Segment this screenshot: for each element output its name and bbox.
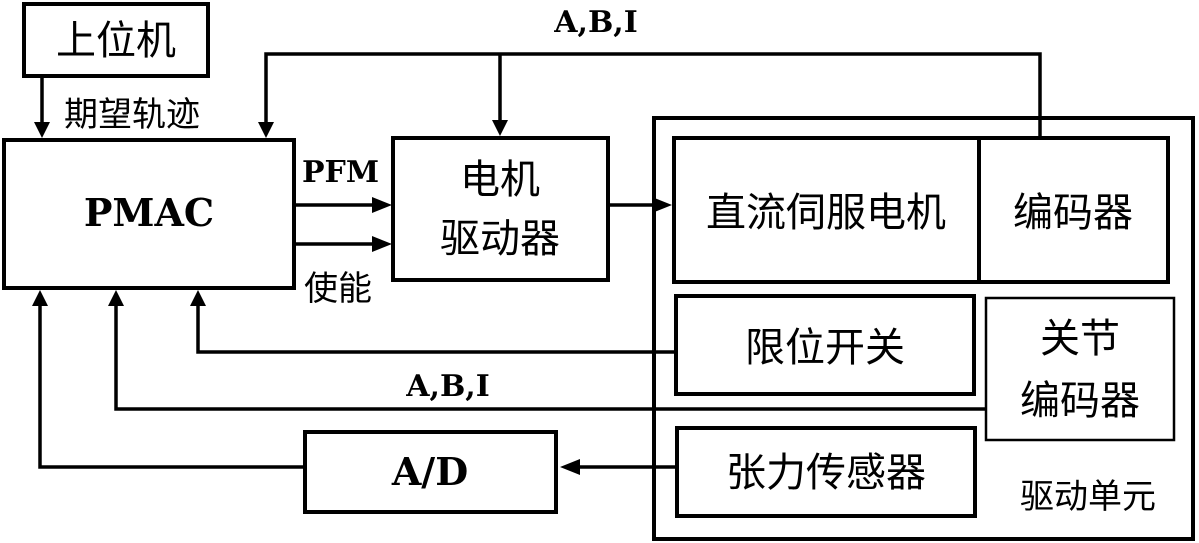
limit-switch-block: 限位开关 (674, 294, 976, 396)
arrowhead-down-icon (258, 122, 274, 138)
pfm-connector (294, 197, 392, 213)
pmac-label: PMAC (84, 190, 214, 235)
tension-to-ad-connector (560, 459, 677, 475)
limit-switch-feedback-connector (190, 290, 676, 354)
ad-converter-label: A/D (391, 449, 468, 494)
arrowhead-left-icon (560, 459, 580, 475)
host-computer-label: 上位机 (56, 18, 176, 64)
encoder-feedback-connector (258, 52, 1042, 138)
encoder-block: 编码器 (977, 136, 1170, 284)
arrowhead-up-icon (32, 290, 48, 306)
arrowhead-right-icon (372, 197, 392, 213)
tension-sensor-block: 张力传感器 (675, 426, 977, 518)
tension-sensor-label: 张力传感器 (726, 450, 926, 496)
enable-label: 使能 (304, 269, 372, 309)
desired-trajectory-connector (34, 76, 50, 138)
desired-trajectory-label: 期望轨迹 (64, 95, 200, 135)
motor-driver-label-line1: 电机 (460, 157, 540, 203)
arrowhead-right-icon (652, 197, 672, 213)
enable-connector (294, 236, 392, 252)
pfm-label: PFM (302, 155, 379, 190)
joint-encoder-feedback-connector (108, 290, 986, 411)
host-computer-block: 上位机 (22, 2, 210, 78)
arrowhead-up-icon (108, 290, 124, 306)
drive-unit-label: 驱动单元 (1020, 477, 1156, 517)
ad-to-pmac-connector (32, 290, 305, 469)
joint-encoder-feedback-label: A,B,I (405, 369, 490, 404)
arrowhead-right-icon (372, 236, 392, 252)
joint-encoder-label-line1: 关节 (1040, 316, 1120, 362)
encoder-label: 编码器 (1013, 190, 1133, 236)
encoder-feedback-label: A,B,I (553, 5, 638, 40)
dc-servo-motor-block: 直流伺服电机 (672, 136, 981, 284)
driver-to-motor-connector (608, 197, 672, 213)
joint-encoder-block: 关节 编码器 (984, 296, 1176, 442)
motor-driver-block: 电机 驱动器 (391, 136, 610, 282)
arrowhead-down-icon (492, 120, 508, 136)
arrowhead-down-icon (34, 122, 50, 138)
arrowhead-up-icon (190, 290, 206, 306)
motor-driver-label-line2: 驱动器 (440, 216, 560, 262)
pmac-block: PMAC (2, 138, 296, 290)
ad-converter-block: A/D (303, 430, 558, 514)
dc-servo-motor-label: 直流伺服电机 (706, 190, 946, 236)
joint-encoder-label-line2: 编码器 (1020, 378, 1140, 424)
limit-switch-label: 限位开关 (745, 325, 905, 371)
